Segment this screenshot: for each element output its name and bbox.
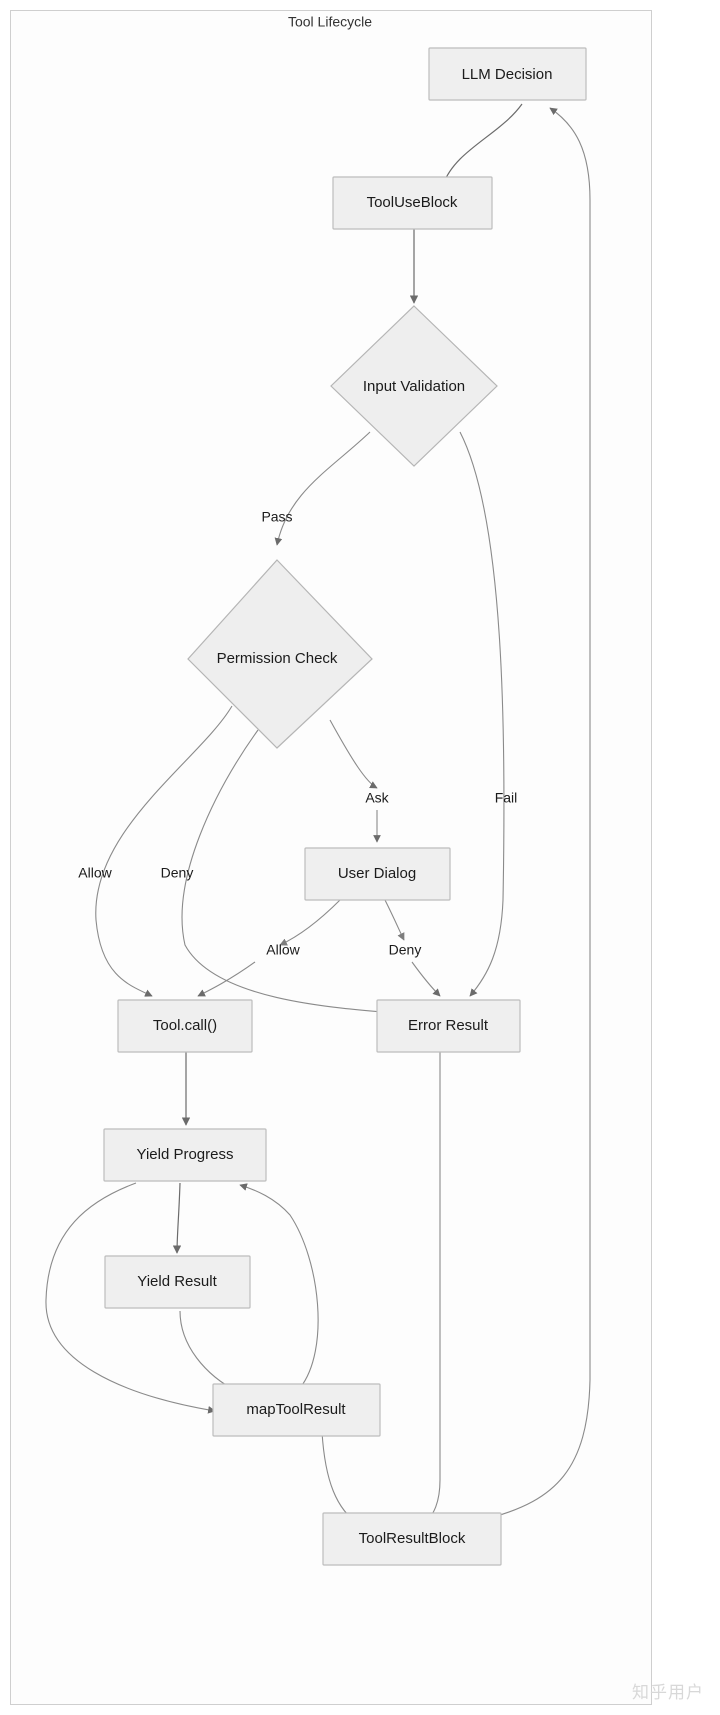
edge-maptoolresult-to-toolresultblock: [321, 1431, 362, 1527]
edge-dialog-deny: [384, 899, 405, 941]
node-tool-use-block[interactable]: ToolUseBlock: [332, 176, 493, 230]
node-input-validation[interactable]: Input Validation: [330, 305, 498, 467]
subgraph-title: Tool Lifecycle: [288, 14, 372, 30]
edge-label-deny-permission: Deny: [161, 865, 194, 881]
node-label-permission-check: Permission Check: [217, 650, 338, 667]
node-permission-check[interactable]: Permission Check: [187, 559, 373, 749]
node-label-map-tool-result: mapToolResult: [246, 1401, 346, 1418]
edge-maptoolresult-to-yieldprogress: [239, 1183, 319, 1389]
node-label-input-validation: Input Validation: [363, 378, 465, 395]
edge-label-pass: Pass: [261, 509, 292, 525]
node-label-tool-result-block: ToolResultBlock: [359, 1530, 466, 1547]
edge-label-allow-permission: Allow: [78, 865, 112, 881]
node-tool-result-block[interactable]: ToolResultBlock: [322, 1512, 502, 1566]
node-label-user-dialog: User Dialog: [338, 865, 416, 882]
edge-validation-fail: [459, 431, 505, 997]
edge-llm-to-tooluse: [441, 103, 523, 186]
edge-label-allow-dialog: Allow: [266, 942, 300, 958]
edge-yieldprogress-to-yieldresult: [172, 1182, 182, 1254]
edge-label-ask: Ask: [365, 790, 389, 806]
watermark: 知乎用户: [632, 1683, 704, 1702]
node-label-tool-call: Tool.call(): [153, 1017, 217, 1034]
edge-label-deny-dialog: Deny: [389, 942, 422, 958]
edge-errorresult-to-toolresultblock: [426, 1052, 441, 1523]
edge-validation-pass: [274, 431, 371, 546]
node-user-dialog[interactable]: User Dialog: [304, 847, 451, 901]
node-label-tool-use-block: ToolUseBlock: [367, 194, 458, 211]
edge-dialog-deny-lower: [411, 961, 441, 997]
edge-yieldresult-to-maptoolresult: [179, 1310, 239, 1393]
node-error-result[interactable]: Error Result: [376, 999, 521, 1053]
edge-yieldprogress-to-maptoolresult: [45, 1182, 216, 1414]
node-llm-decision[interactable]: LLM Decision: [428, 47, 587, 101]
node-map-tool-result[interactable]: mapToolResult: [212, 1383, 381, 1437]
node-label-yield-progress: Yield Progress: [137, 1146, 234, 1163]
node-label-yield-result: Yield Result: [137, 1273, 217, 1290]
edge-label-fail: Fail: [495, 790, 518, 806]
node-yield-progress[interactable]: Yield Progress: [103, 1128, 267, 1182]
node-tool-call[interactable]: Tool.call(): [117, 999, 253, 1053]
edge-permission-deny: [181, 729, 409, 1018]
edge-dialog-allow-lower: [197, 961, 256, 997]
edge-toolresultblock-to-llm: [489, 107, 591, 1519]
node-label-error-result: Error Result: [408, 1017, 489, 1034]
node-yield-result[interactable]: Yield Result: [104, 1255, 251, 1309]
node-label-llm-decision: LLM Decision: [462, 66, 553, 83]
edge-dialog-allow: [279, 899, 341, 946]
edge-permission-ask: [329, 719, 378, 789]
edge-permission-allow: [95, 705, 233, 997]
